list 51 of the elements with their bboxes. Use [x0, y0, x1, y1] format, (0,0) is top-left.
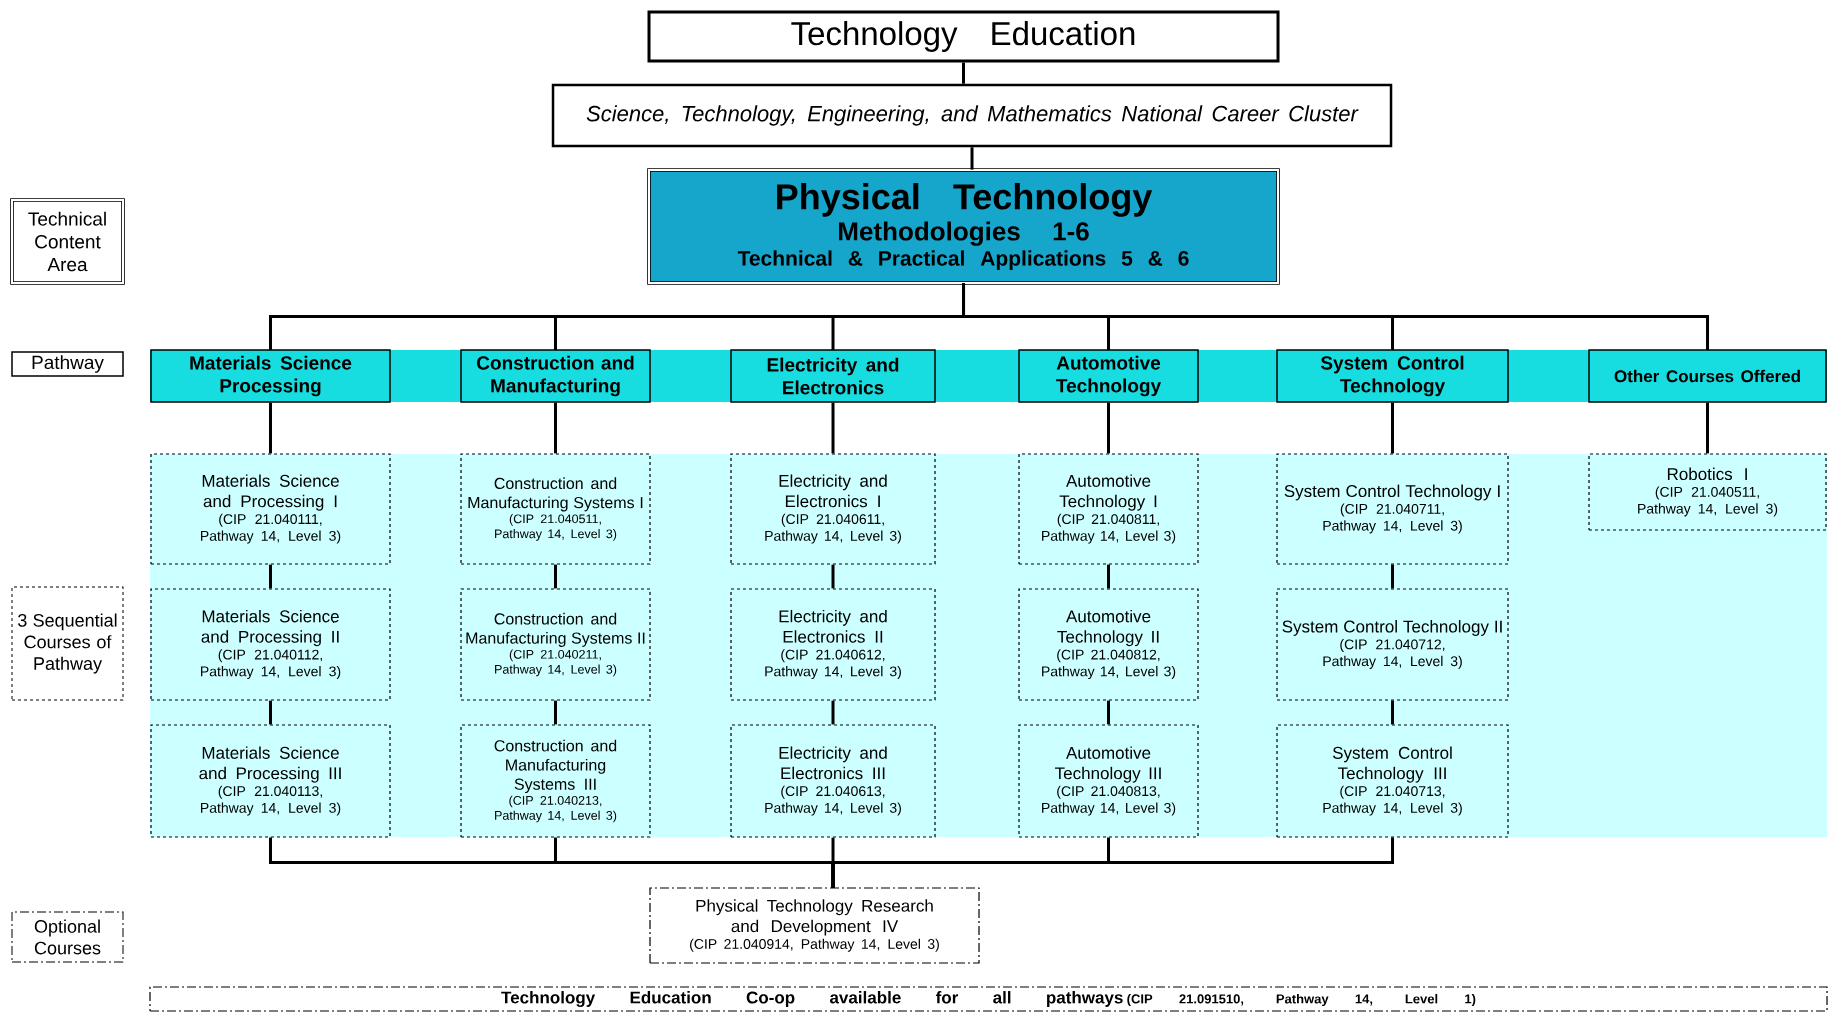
connector-line [962, 62, 965, 84]
course-box: Electricity and Electronics I (CIP 21.040611, Pathway 14, Level 3) [730, 453, 936, 565]
course-box: System Control Technology III (CIP 21.040713, Pathway 14, Level 3) [1276, 724, 1509, 838]
pathway-box: System Control Technology [1276, 349, 1509, 403]
connector-line [269, 700, 272, 725]
pathway-box: Other Courses Offered [1588, 349, 1827, 403]
connector-line [831, 700, 835, 725]
course-box: Automotive Technology II (CIP 21.040812, Pathway 14, Level 3) [1018, 588, 1199, 701]
course-box: Materials Science and Processing III (CIP 21.040113, Pathway 14, Level 3) [150, 724, 391, 838]
course-box: System Control Technology II (CIP 21.040712, Pathway 14, Level 3) [1276, 588, 1509, 701]
course-box: Materials Science and Processing I (CIP 21.040111, Pathway 14, Level 3) [150, 453, 391, 565]
course-box: Construction and Manufacturing Systems III (CIP 21.040213, Pathway 14, Level 3) [460, 724, 651, 838]
title-box: Technology Education [647, 10, 1280, 63]
course-box: Physical Technology Research and Development IV (CIP 21.040914, Pathway 14, Level 3) [649, 887, 980, 964]
technical-area-box: Physical Technology Methodologies 1-6 Technical & Practical Applications 5 & 6 [647, 168, 1280, 285]
course-box: Construction and Manufacturing Systems II (CIP 21.040211, Pathway 14, Level 3) [460, 588, 651, 701]
connector-line [831, 402, 835, 454]
connector-line [269, 402, 272, 454]
connector-line [554, 402, 557, 454]
connector-line [1706, 402, 1709, 454]
connector-line [1107, 700, 1110, 725]
connector-line [554, 700, 557, 725]
connector-line [1391, 700, 1394, 725]
pathway-box: Electricity and Electronics [730, 349, 936, 403]
connector-line [962, 283, 1709, 350]
connector-line [831, 837, 1394, 888]
connector-line [1107, 564, 1110, 589]
course-box: Materials Science and Processing II (CIP 21.040112, Pathway 14, Level 3) [150, 588, 391, 701]
row-label-box: 3 Sequential Courses of Pathway [11, 586, 124, 701]
connector-line [269, 564, 272, 589]
course-box: Automotive Technology III (CIP 21.040813, Pathway 14, Level 3) [1018, 724, 1199, 838]
connector-line [1391, 402, 1394, 454]
connector-line [831, 564, 835, 589]
pathway-box: Materials Science Processing [150, 349, 391, 403]
course-box: Robotics I (CIP 21.040511, Pathway 14, Level 3) [1588, 453, 1827, 531]
course-box: Automotive Technology I (CIP 21.040811, Pathway 14, Level 3) [1018, 453, 1199, 565]
row-label-box: Optional Courses [11, 911, 124, 963]
course-box: Electricity and Electronics III (CIP 21.040613, Pathway 14, Level 3) [730, 724, 936, 838]
row-label-box: Pathway [11, 351, 124, 377]
connector-line [554, 564, 557, 589]
connector-line [1107, 402, 1110, 454]
connector-line [1391, 564, 1394, 589]
pathway-box: Construction and Manufacturing [460, 349, 651, 403]
row-label-box: Technical Content Area [10, 198, 125, 285]
coop-banner: Technology Education Co-op available for all pathways (CIP 21.091510, Pathway 14, Level 1) [149, 986, 1828, 1012]
course-box: Construction and Manufacturing Systems I (CIP 21.040511, Pathway 14, Level 3) [460, 453, 651, 565]
course-box: Electricity and Electronics II (CIP 21.040612, Pathway 14, Level 3) [730, 588, 936, 701]
connector-line [970, 147, 974, 170]
cluster-box: Science, Technology, Engineering, and Mathematics National Career Cluster [551, 83, 1393, 148]
course-box: System Control Technology I (CIP 21.040711, Pathway 14, Level 3) [1276, 453, 1509, 565]
pathway-box: Automotive Technology [1018, 349, 1199, 403]
